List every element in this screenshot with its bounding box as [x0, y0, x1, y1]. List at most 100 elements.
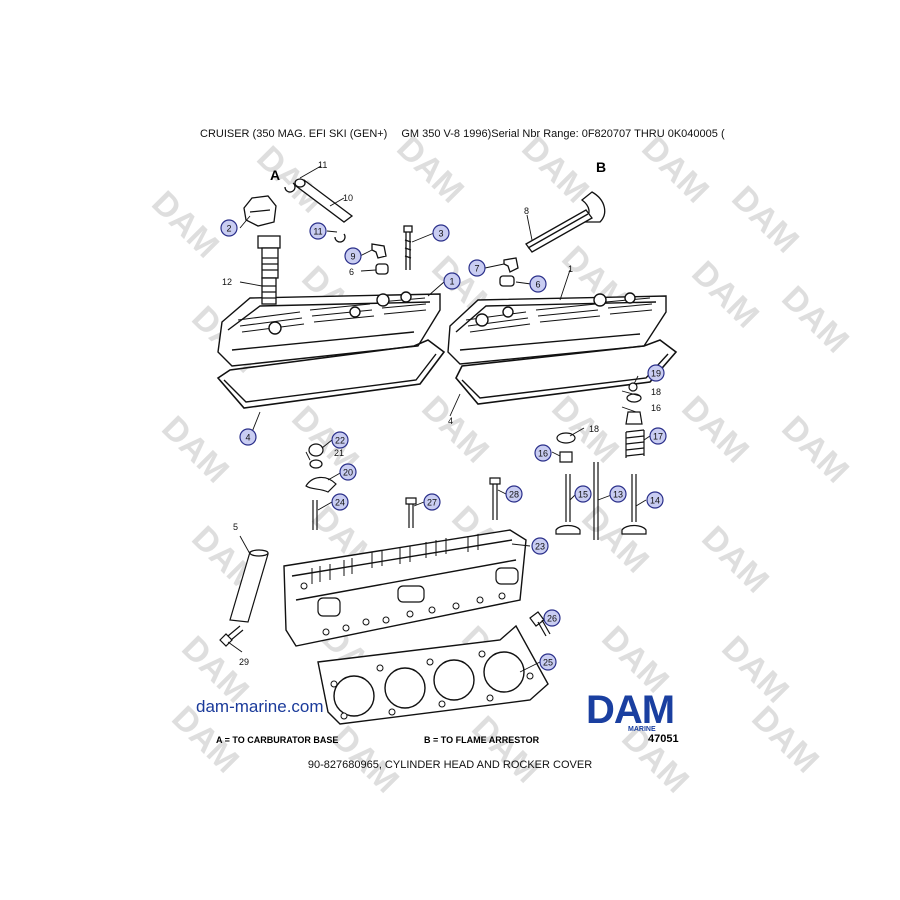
connection-letter-b: B: [596, 159, 606, 175]
watermark-text: DAM: [684, 254, 766, 336]
callout-28: 28: [505, 485, 523, 503]
watermark-text: DAM: [464, 709, 546, 791]
callout-number: 7: [474, 264, 479, 274]
callout-number: 25: [543, 658, 553, 668]
drawing-number: 47051: [648, 733, 679, 745]
callout-17: 17: [649, 427, 667, 445]
label-1: 1: [568, 264, 573, 274]
callout-24: 24: [331, 493, 349, 511]
callout-circle: [344, 247, 362, 265]
label-6: 6: [349, 267, 354, 277]
label-18: 18: [589, 424, 599, 434]
dam-logo-text: DAM: [586, 688, 674, 732]
label-29: 29: [239, 657, 249, 667]
callout-number: 3: [438, 229, 443, 239]
label-4: 4: [448, 416, 453, 426]
callout-number: 27: [427, 498, 437, 508]
callout-19: 19: [647, 364, 665, 382]
callout-circle: [534, 444, 552, 462]
callout-9: 9: [344, 247, 362, 265]
callout-circle: [423, 493, 441, 511]
callout-number: 17: [653, 432, 663, 442]
callout-22: 22: [331, 431, 349, 449]
legend-b: B = TO FLAME ARRESTOR: [424, 735, 540, 745]
watermark-text: DAM: [674, 389, 756, 471]
callout-number: 1: [449, 277, 454, 287]
watermark-text: DAM: [774, 409, 856, 491]
callout-11: 11: [309, 222, 327, 240]
callout-circle: [531, 537, 549, 555]
watermark-text: DAM: [694, 519, 776, 601]
callout-circle: [649, 427, 667, 445]
header-engine: GM 350 V-8 1996)Serial Nbr Range: 0F8207…: [401, 128, 725, 140]
oil-filler-assembly: [243, 195, 281, 305]
watermark-text: DAM: [414, 389, 496, 471]
callout-number: 24: [335, 498, 345, 508]
page-header: CRUISER (350 MAG. EFI SKI (GEN+) GM 350 V…: [200, 128, 725, 140]
callout-20: 20: [339, 463, 357, 481]
watermark-text: DAM: [544, 389, 626, 471]
callout-circle: [647, 364, 665, 382]
header-model: CRUISER (350 MAG. EFI SKI (GEN+): [200, 128, 388, 140]
callout-circle: [468, 259, 486, 277]
callout-circle: [443, 272, 461, 290]
label-5: 5: [233, 522, 238, 532]
callout-number: 22: [335, 436, 345, 446]
callout-4: 4: [239, 428, 257, 446]
label-18: 18: [651, 387, 661, 397]
watermark-text: DAM: [774, 279, 856, 361]
callout-number: 20: [343, 468, 353, 478]
diagram-caption: 90-827680965, CYLINDER HEAD AND ROCKER C…: [307, 759, 593, 771]
watermark-text: DAM: [714, 629, 796, 711]
callout-13: 13: [609, 485, 627, 503]
callout-number: 14: [650, 496, 660, 506]
callout-number: 16: [538, 449, 548, 459]
label-10: 10: [343, 193, 353, 203]
tube-and-bolt: [219, 549, 551, 647]
label-16: 16: [651, 403, 661, 413]
callout-circle: [331, 431, 349, 449]
callout-3: 3: [432, 224, 450, 242]
callout-number: 15: [578, 490, 588, 500]
callout-number: 4: [245, 433, 250, 443]
label-21: 21: [334, 448, 344, 458]
callout-number: 9: [350, 252, 355, 262]
legend-a: A = TO CARBURATOR BASE: [216, 735, 339, 745]
callout-15: 15: [574, 485, 592, 503]
callout-number: 11: [313, 227, 322, 237]
website-link[interactable]: dam-marine.com: [196, 697, 324, 716]
hose-b-assembly: [499, 191, 606, 287]
callout-number: 26: [547, 614, 557, 624]
watermark-text: DAM: [574, 499, 656, 581]
head-gasket: [317, 624, 549, 725]
callout-number: 28: [509, 490, 519, 500]
callout-26: 26: [543, 609, 561, 627]
rocker-cover-left: [216, 291, 446, 409]
callout-14: 14: [646, 491, 664, 509]
callout-circle: [331, 493, 349, 511]
label-11: 11: [318, 160, 327, 170]
leader-lines: [227, 165, 651, 673]
callout-circle: [609, 485, 627, 503]
callout-circle: [239, 428, 257, 446]
label-12: 12: [222, 277, 232, 287]
callout-circle: [574, 485, 592, 503]
callout-25: 25: [539, 653, 557, 671]
callout-2: 2: [220, 219, 238, 237]
callout-circle: [220, 219, 238, 237]
callout-circle: [543, 609, 561, 627]
callout-circle: [505, 485, 523, 503]
logo-subtitle: MARINE: [628, 726, 656, 733]
callout-number: 13: [613, 490, 623, 500]
callout-16: 16: [534, 444, 552, 462]
cylinder-head: [283, 529, 527, 647]
rocker-cover-right: [447, 292, 678, 405]
watermark-text: DAM: [144, 184, 226, 266]
callout-circle: [539, 653, 557, 671]
callout-number: 23: [535, 542, 545, 552]
callout-27: 27: [423, 493, 441, 511]
callout-circle: [529, 275, 547, 293]
callout-number: 2: [226, 224, 231, 234]
